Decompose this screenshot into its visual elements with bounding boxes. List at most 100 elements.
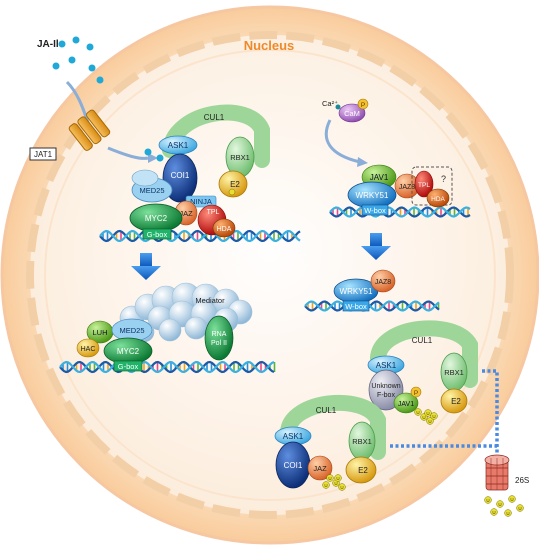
cam-label: CaM (344, 109, 360, 118)
phospho-label: P (361, 102, 365, 109)
ubiquitin (338, 483, 346, 491)
fbox-line1: Unknown (371, 383, 400, 390)
hda-label: HDA (217, 226, 232, 233)
arrow-a-to-c (131, 253, 161, 280)
gbox-element-c (113, 360, 143, 372)
ubiquitin-dot (228, 188, 236, 196)
calcium-arrow (324, 119, 361, 164)
ubiquitin-label: U (340, 485, 343, 490)
mediator-subunit (158, 318, 182, 342)
ja-ile-bound (144, 148, 152, 156)
tpl-label: TPL (207, 209, 220, 216)
panel-c-mediator-complex: Mediator RNA Pol II LUH HAC MED25 MYC2 G… (76, 282, 253, 372)
ja-ile-label: JA-Ile (37, 39, 65, 50)
cul1-arch-f (280, 394, 386, 460)
ubiquitin (414, 408, 422, 416)
panel-b-jav1-complex: Ca²⁺ CaM P JAV1 WRKY51 JAZ8 ? TPL HDA W-… (322, 98, 453, 216)
coi1-label-f: COI1 (284, 461, 303, 470)
ubiquitin-label: U (426, 411, 429, 416)
calcium-arrow-head (357, 157, 368, 167)
phospho-label-e: P (414, 390, 418, 397)
e2-enzyme-e (440, 388, 468, 414)
ja-ile-bound-2 (156, 154, 164, 162)
dna-helix (304, 300, 440, 312)
ubiquitin (426, 417, 434, 425)
cam-protein (338, 103, 366, 123)
wrky51-label: WRKY51 (356, 191, 389, 200)
med25-label-c: MED25 (119, 326, 144, 335)
jat1-transporter (68, 109, 111, 151)
ask1-label: ASK1 (168, 141, 189, 150)
jaz8-label: JAZ8 (399, 184, 415, 191)
wrky51-label-d: WRKY51 (340, 287, 373, 296)
myc2-label: MYC2 (145, 214, 168, 223)
jat1-label: JAT1 (34, 150, 53, 159)
jaz8-repressor-d (370, 269, 396, 293)
ubiquitin-label: U (334, 481, 337, 486)
ubiquitin-label: U (492, 510, 495, 515)
ja-ile-molecule (96, 76, 104, 84)
ubiquitin-label: U (498, 502, 501, 507)
ja-ile-molecule (68, 56, 76, 64)
ubiquitin (484, 496, 492, 504)
e2-enzyme (218, 170, 248, 198)
tpl-corepressor-b (414, 170, 434, 198)
e2-label: E2 (230, 180, 240, 189)
ubiquitin (504, 509, 512, 517)
ubiquitin (508, 495, 516, 503)
ubiquitin (496, 500, 504, 508)
ja-ile-molecules (52, 36, 104, 84)
rna-pol-line2: Pol II (211, 340, 227, 347)
rbx1-label-e: RBX1 (444, 368, 464, 377)
gbox-label: G-box (147, 230, 168, 239)
jav1-protein-e (393, 392, 419, 414)
ubiquitin-label: U (486, 498, 489, 503)
ask1-label-f: ASK1 (283, 432, 304, 441)
ca-ion (335, 104, 341, 110)
hac-protein (76, 338, 100, 358)
gbox-element (142, 228, 172, 240)
cul1-label: CUL1 (204, 113, 225, 122)
rbx1-label-f: RBX1 (352, 437, 372, 446)
e2-label-f: E2 (358, 466, 368, 475)
arrow-b-to-d (361, 233, 391, 260)
mediator-label: Mediator (195, 296, 225, 305)
inner-membrane (44, 49, 496, 501)
hac-label: HAC (81, 346, 96, 353)
jaz-repressor-f (307, 455, 333, 481)
ja-ile-molecule (88, 64, 96, 72)
med25-label: MED25 (139, 186, 164, 195)
panel-a-coi1-complex: CUL1 RBX1 E2 ASK1 COI1 MED25 NINJA TPL J… (129, 104, 270, 240)
coi1-label: COI1 (171, 171, 190, 180)
ubiquitin-label: U (510, 497, 513, 502)
import-arrow (107, 146, 149, 160)
import-arrow-head (148, 153, 158, 163)
ubiquitin-label: U (324, 483, 327, 488)
myc2-label-c: MYC2 (117, 347, 140, 356)
jaz-label: JAZ (179, 209, 193, 218)
ubiquitin (334, 474, 342, 482)
phospho-marker-e (410, 386, 422, 398)
panel-d-wrky51-active: WRKY51 JAZ8 W-box (333, 269, 396, 312)
hda-label-b: HDA (431, 196, 445, 203)
gbox-label-c: G-box (118, 362, 139, 371)
mediator-subunit (184, 316, 208, 340)
cul1-arch-e (370, 320, 478, 388)
ubiquitin (430, 412, 438, 420)
nucleus-title: Nucleus (244, 38, 295, 53)
hda-deacetylase (212, 218, 236, 238)
proteasome-label: 26S (515, 476, 529, 485)
fbox-line2: F-box (377, 392, 395, 399)
luh-label: LUH (92, 328, 107, 337)
ja-ile-molecule (72, 36, 80, 44)
jaz8-label-d: JAZ8 (375, 279, 391, 286)
e2-label-e: E2 (451, 397, 461, 406)
unknown-mark: ? (441, 174, 446, 184)
ubiquitin-label: U (428, 419, 431, 424)
